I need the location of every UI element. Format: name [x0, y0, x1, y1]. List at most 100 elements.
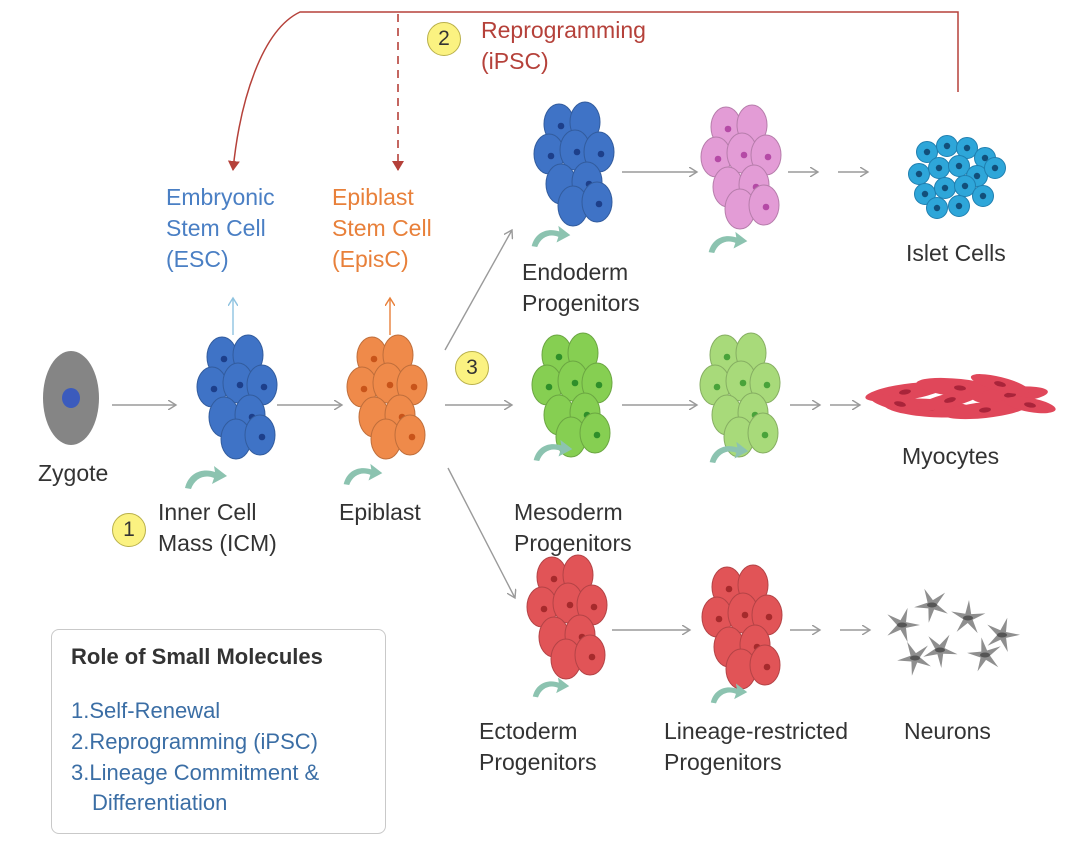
episc-label: Epiblast Stem Cell (EpisC) [332, 182, 432, 275]
cell-nucleus [566, 601, 574, 609]
ectoderm-label-line2: Progenitors [479, 749, 597, 775]
badge-1: 1 [112, 513, 146, 547]
cell-nucleus [714, 155, 722, 163]
endoderm-cells-icon [533, 101, 615, 227]
cell-nucleus [723, 353, 731, 361]
legend-item-reprogramming: 2.Reprogramming (iPSC) [71, 729, 318, 754]
cell-nucleus [740, 151, 748, 159]
lineage-label-line2: Progenitors [664, 749, 782, 775]
epiblast-label: Epiblast [339, 499, 421, 525]
zygote-label: Zygote [38, 460, 109, 486]
reprogramming-label-line1: Reprogramming [481, 17, 646, 43]
myocyte-nucleus [894, 401, 906, 407]
esc-label: Embryonic Stem Cell (ESC) [166, 182, 275, 275]
cell-nucleus [550, 575, 558, 583]
neuron-nucleus [963, 615, 973, 621]
myocyte-nucleus [1024, 402, 1036, 408]
legend-title: Role of Small Molecules [71, 644, 323, 669]
cell-nucleus [571, 379, 579, 387]
islet-cell-nucleus [935, 164, 943, 172]
ectoderm-label-line1: Ectoderm [479, 718, 578, 744]
episc-label-line3: (EpisC) [332, 246, 409, 272]
neuron-nucleus [910, 655, 920, 661]
cell-nucleus [713, 383, 721, 391]
icm-self-renewal-icon [185, 466, 227, 489]
islet-cell-nucleus [981, 154, 989, 162]
endoderm-next-self-renewal-icon [708, 231, 748, 254]
cell-nucleus [557, 122, 565, 130]
myocyte-nucleus [979, 407, 991, 413]
islet-cell-nucleus [933, 204, 941, 212]
neurons-label: Neurons [904, 718, 991, 744]
endoderm-self-renewal-icon [531, 225, 571, 248]
cell-nucleus [588, 653, 596, 661]
epiblast-to-ectoderm-arrow [447, 467, 515, 598]
reprogramming-label-line2: (iPSC) [481, 48, 549, 74]
cell-nucleus [370, 355, 378, 363]
cell-nucleus [540, 605, 548, 613]
badge-3: 3 [455, 351, 489, 385]
zygote-cell-icon [43, 351, 99, 445]
myocyte-nucleus [899, 389, 911, 395]
cell-nucleus [763, 381, 771, 389]
endoderm-label-line2: Progenitors [522, 290, 640, 316]
cell-nucleus [573, 148, 581, 156]
epiblast-cells-icon [346, 334, 428, 460]
neurons-icon [887, 588, 1020, 676]
legend-item-self-renewal: 1.Self-Renewal [71, 698, 221, 723]
neuron-nucleus [997, 632, 1007, 638]
cell-nucleus [765, 613, 773, 621]
legend-item-lineage: 3.Lineage Commitment & [71, 760, 320, 785]
cell-nucleus [210, 385, 218, 393]
cell-nucleus [595, 381, 603, 389]
neuron-nucleus [980, 652, 990, 658]
icm-cells-icon [196, 334, 278, 460]
icm-label: Inner Cell Mass (ICM) [158, 497, 277, 559]
legend-box: Role of Small Molecules 1.Self-Renewal 2… [51, 629, 386, 834]
cell-nucleus [593, 431, 601, 439]
cell-nucleus [739, 379, 747, 387]
cell-nucleus [741, 611, 749, 619]
islet-cell-nucleus [915, 170, 923, 178]
islet-cells-label: Islet Cells [906, 240, 1006, 266]
esc-label-line2: Stem Cell [166, 215, 266, 241]
reprogramming-label: Reprogramming (iPSC) [481, 15, 646, 77]
mesoderm-label-line2: Progenitors [514, 530, 632, 556]
cell-nucleus [555, 353, 563, 361]
endoderm-label: Endoderm Progenitors [522, 257, 640, 319]
cell-nucleus [762, 203, 770, 211]
mesoderm-next-cells-icon [699, 332, 781, 458]
cell-nucleus [547, 152, 555, 160]
myocyte-nucleus [954, 385, 966, 391]
myocyte-nucleus [994, 381, 1006, 387]
neuron-nucleus [927, 602, 937, 608]
icm-label-line2: Mass (ICM) [158, 530, 277, 556]
islet-cell-nucleus [961, 182, 969, 190]
reprogramming-loop-arrow [227, 11, 959, 171]
islet-cell-nucleus [955, 162, 963, 170]
mesoderm-label-line1: Mesoderm [514, 499, 623, 525]
cell-nucleus [545, 383, 553, 391]
epiblast-to-endoderm-arrow [444, 230, 512, 351]
cell-nucleus [260, 383, 268, 391]
islet-cells-icon [908, 135, 1006, 219]
epiblast-self-renewal-icon [343, 463, 383, 486]
ectoderm-self-renewal-icon [532, 677, 570, 698]
cell-nucleus [590, 603, 598, 611]
cell-nucleus [220, 355, 228, 363]
cell-nucleus [236, 381, 244, 389]
endoderm-label-line1: Endoderm [522, 259, 629, 285]
cell-nucleus [410, 383, 418, 391]
islet-cell-nucleus [979, 192, 987, 200]
myocyte-nucleus [1004, 392, 1016, 398]
myocyte-nucleus [944, 397, 956, 403]
lineage-restricted-label: Lineage-restricted Progenitors [664, 716, 848, 778]
lineage-label-line1: Lineage-restricted [664, 718, 849, 744]
endoderm-next-cells-icon [700, 104, 782, 230]
lineage-restricted-cells-icon [701, 564, 783, 690]
islet-cell-nucleus [991, 164, 999, 172]
cell-nucleus [360, 385, 368, 393]
legend-item-differentiation: Differentiation [92, 790, 228, 815]
cell-nucleus [724, 125, 732, 133]
mesoderm-cells-icon [531, 332, 613, 458]
